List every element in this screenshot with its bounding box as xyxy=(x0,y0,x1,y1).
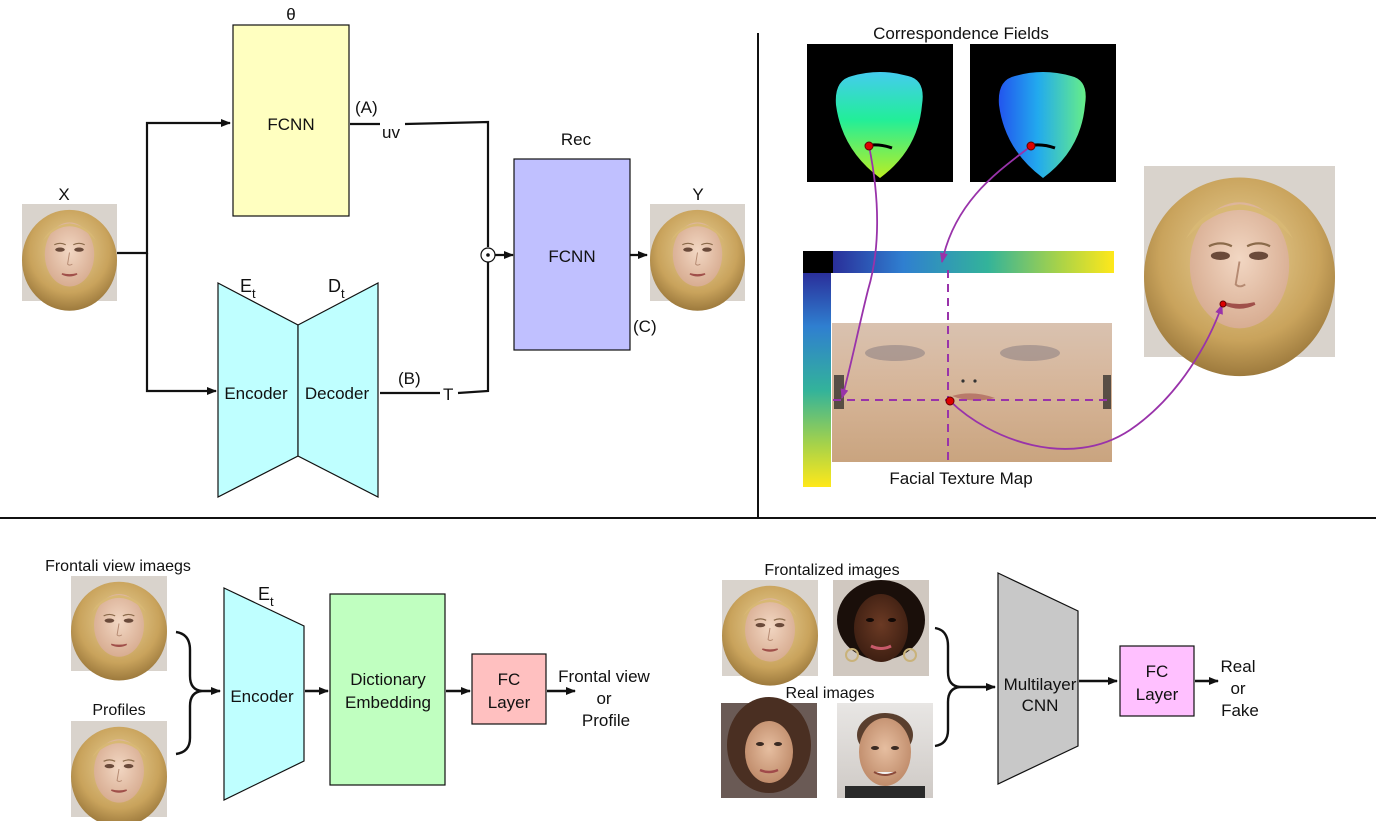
texture-guide-lines xyxy=(833,270,1110,461)
discriminator-network: Frontalized images Real images xyxy=(721,562,1259,798)
colorbar-corner xyxy=(803,251,833,273)
dictionary-line1: Dictionary xyxy=(350,670,426,689)
t-label: T xyxy=(443,385,453,404)
colorbar-vertical xyxy=(803,273,831,487)
texture-map-label: Facial Texture Map xyxy=(889,469,1032,488)
frontal-view-title: Frontali view imaegs xyxy=(45,558,191,575)
output-label: Y xyxy=(692,185,703,204)
decoder-d-symbol: Dt xyxy=(328,276,345,301)
view-classifier-network: Frontali view imaegs Profiles Et Encoder… xyxy=(45,558,651,821)
correspondence-panel: Correspondence Fields Facial T xyxy=(803,24,1337,488)
real-fake-line3: Fake xyxy=(1221,701,1259,720)
fcnn-theta-label: FCNN xyxy=(267,115,314,134)
encoder-et-bottom xyxy=(223,587,305,801)
correspondence-field-u xyxy=(807,44,953,182)
input-brace xyxy=(175,630,203,756)
profiles-title: Profiles xyxy=(92,702,145,719)
encoder-bottom-label: Encoder xyxy=(230,687,294,706)
dictionary-embedding-box xyxy=(329,593,446,786)
cnn-line2: CNN xyxy=(1022,696,1059,715)
input-face-image xyxy=(21,203,118,312)
fc-left-line1: FC xyxy=(498,670,521,689)
discriminator-input-brace xyxy=(934,626,961,748)
input-label: X xyxy=(58,185,69,204)
fc-left-line2: Layer xyxy=(488,693,531,712)
output-face-image xyxy=(649,203,746,312)
fc-layer-right-box xyxy=(1119,645,1195,717)
hadamard-dot xyxy=(486,253,490,257)
correspondence-points xyxy=(864,141,1227,406)
encoder-e-symbol: Et xyxy=(240,276,256,301)
rec-fcnn-label: FCNN xyxy=(548,247,595,266)
correspondence-field-v xyxy=(970,44,1116,182)
reconstruction-network: X θ FCNN (A) uv Et Dt Encoder Decoder (B… xyxy=(21,5,746,498)
decoder-label: Decoder xyxy=(305,384,370,403)
theta-label: θ xyxy=(286,5,295,24)
colorbar-horizontal xyxy=(833,251,1114,273)
real-face-2 xyxy=(837,703,933,798)
cnn-line1: Multilayer xyxy=(1004,675,1077,694)
fc-layer-left-box xyxy=(471,653,547,725)
fc-right-line2: Layer xyxy=(1136,685,1179,704)
frontalized-face-1 xyxy=(721,579,819,687)
real-face-1 xyxy=(721,697,817,798)
facial-texture-map xyxy=(832,323,1112,462)
frontalized-title: Frontalized images xyxy=(764,562,899,579)
profile-face-image xyxy=(70,720,168,821)
decoder-dt-shape xyxy=(297,282,379,498)
fcnn-theta-box xyxy=(232,24,350,217)
fc-right-line1: FC xyxy=(1146,662,1169,681)
target-face-image xyxy=(1142,164,1337,378)
rec-label: Rec xyxy=(561,130,592,149)
view-output-line3: Profile xyxy=(582,711,630,730)
branch-a-label: (A) xyxy=(355,98,378,117)
correspondence-title: Correspondence Fields xyxy=(873,24,1049,43)
input-connectors xyxy=(117,119,648,395)
correspondence-arrows xyxy=(840,145,1223,450)
frontalized-face-2 xyxy=(833,580,929,676)
branch-b-label: (B) xyxy=(398,369,421,388)
view-output-line2: or xyxy=(596,689,611,708)
rec-fcnn-box xyxy=(513,158,631,351)
real-fake-line2: or xyxy=(1230,679,1245,698)
encoder-label: Encoder xyxy=(224,384,288,403)
multilayer-cnn-shape xyxy=(997,572,1079,785)
branch-c-label: (C) xyxy=(633,317,657,336)
view-output-line1: Frontal view xyxy=(558,667,650,686)
dictionary-line2: Embedding xyxy=(345,693,431,712)
encoder-et-bottom-symbol: Et xyxy=(258,584,274,609)
real-fake-line1: Real xyxy=(1221,657,1256,676)
frontal-face-image xyxy=(70,575,168,682)
real-images-title: Real images xyxy=(786,685,875,702)
uv-label: uv xyxy=(382,123,400,142)
